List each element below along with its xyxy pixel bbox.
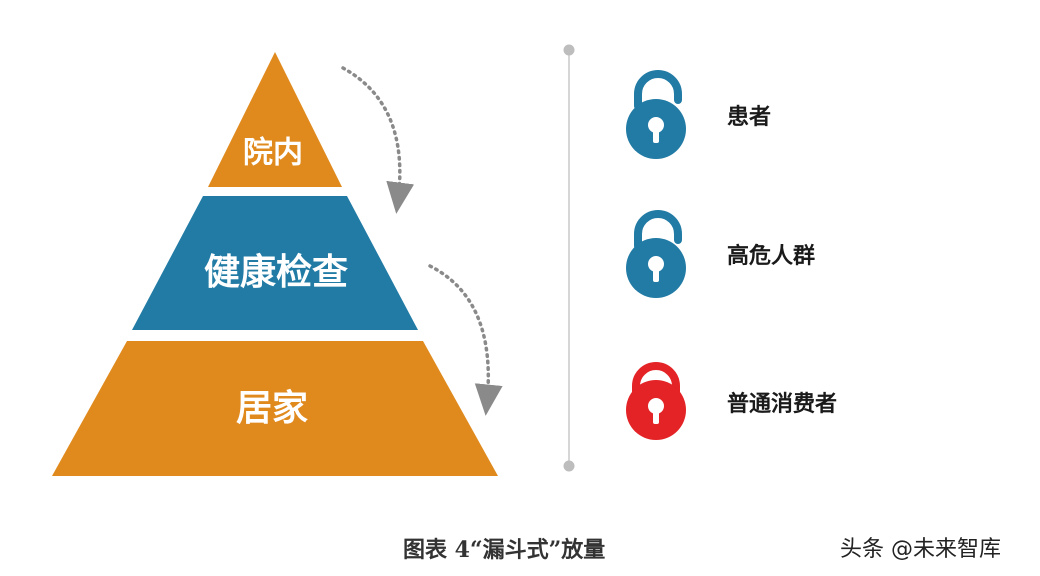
lock-item-consumers: 普通消费者	[626, 362, 837, 440]
tier-top-label: 院内	[243, 136, 303, 171]
flow-arrows	[341, 66, 503, 416]
locked-padlock-icon	[626, 362, 686, 440]
tier-bottom-label: 居家	[236, 388, 308, 429]
pyramid: 院内 健康检查 居家	[52, 52, 498, 476]
figure-caption: 图表 4“漏斗式”放量	[403, 537, 605, 563]
lock-label-consumers: 普通消费者	[727, 391, 837, 417]
tier-middle-label: 健康检查	[204, 251, 348, 293]
pyramid-tier-middle	[132, 196, 418, 330]
flow-arrow-lower	[428, 264, 503, 416]
lock-item-patients: 患者	[626, 70, 771, 159]
timeline-dot-top	[563, 44, 575, 56]
lock-label-high-risk: 高危人群	[727, 243, 815, 269]
flow-arrow-upper	[341, 66, 415, 214]
unlocked-padlock-icon	[626, 70, 686, 159]
timeline-dot-bottom	[563, 460, 575, 472]
lock-item-high-risk: 高危人群	[626, 210, 815, 298]
timeline	[563, 44, 575, 472]
lock-label-patients: 患者	[727, 104, 771, 130]
unlocked-padlock-icon	[626, 210, 686, 298]
pyramid-tier-top	[208, 52, 342, 187]
source-watermark: 头条 @未来智库	[840, 537, 1001, 562]
pyramid-tier-bottom	[52, 341, 498, 476]
